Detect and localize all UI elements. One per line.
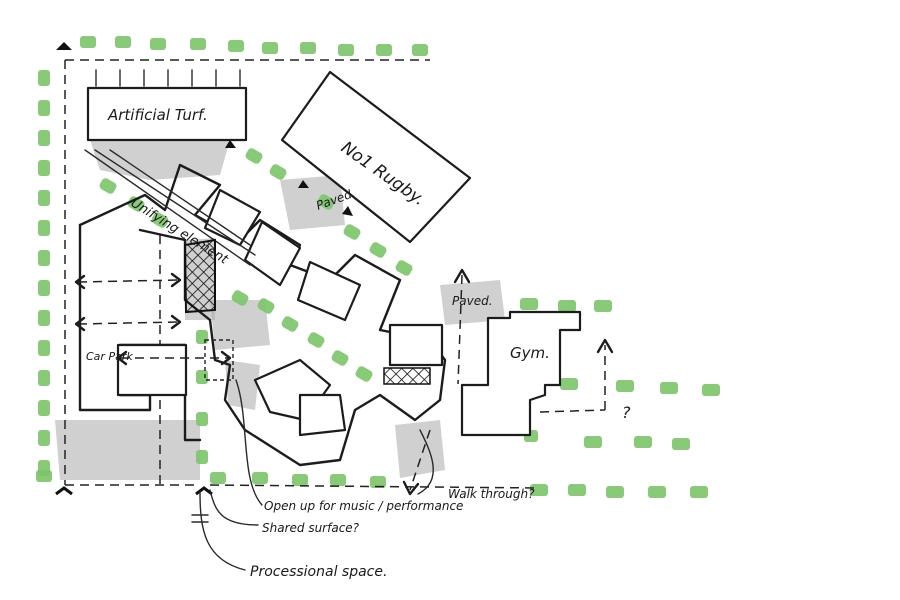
label-artificial-turf: Artificial Turf. [107, 106, 208, 124]
tree-line-north [80, 36, 428, 56]
annotation-leaders [191, 379, 434, 571]
tree-line-diagonal [99, 148, 413, 382]
label-shared-surface: Shared surface? [262, 521, 360, 535]
unifying-element-hatch [183, 238, 216, 314]
direction-markers [55, 42, 353, 496]
movement-arrows [74, 268, 614, 496]
label-car-park: Car Park [86, 350, 133, 363]
label-processional-space: Processional space. [250, 564, 387, 580]
tree-line-east [36, 298, 720, 482]
gym-building [460, 310, 582, 437]
label-gym: Gym. [510, 344, 550, 362]
tree-line-south [210, 472, 708, 498]
label-paved-2: Paved. [452, 294, 493, 308]
rugby-pitch [280, 70, 472, 244]
building-cluster [78, 149, 447, 467]
tree-line-west [38, 70, 50, 476]
label-question-mark: ? [622, 403, 631, 422]
label-walk-through: Walk through? [448, 487, 535, 501]
car-park-block [116, 339, 234, 397]
label-open-up: Open up for music / performance [264, 499, 463, 513]
artificial-turf-pitch [86, 69, 248, 142]
